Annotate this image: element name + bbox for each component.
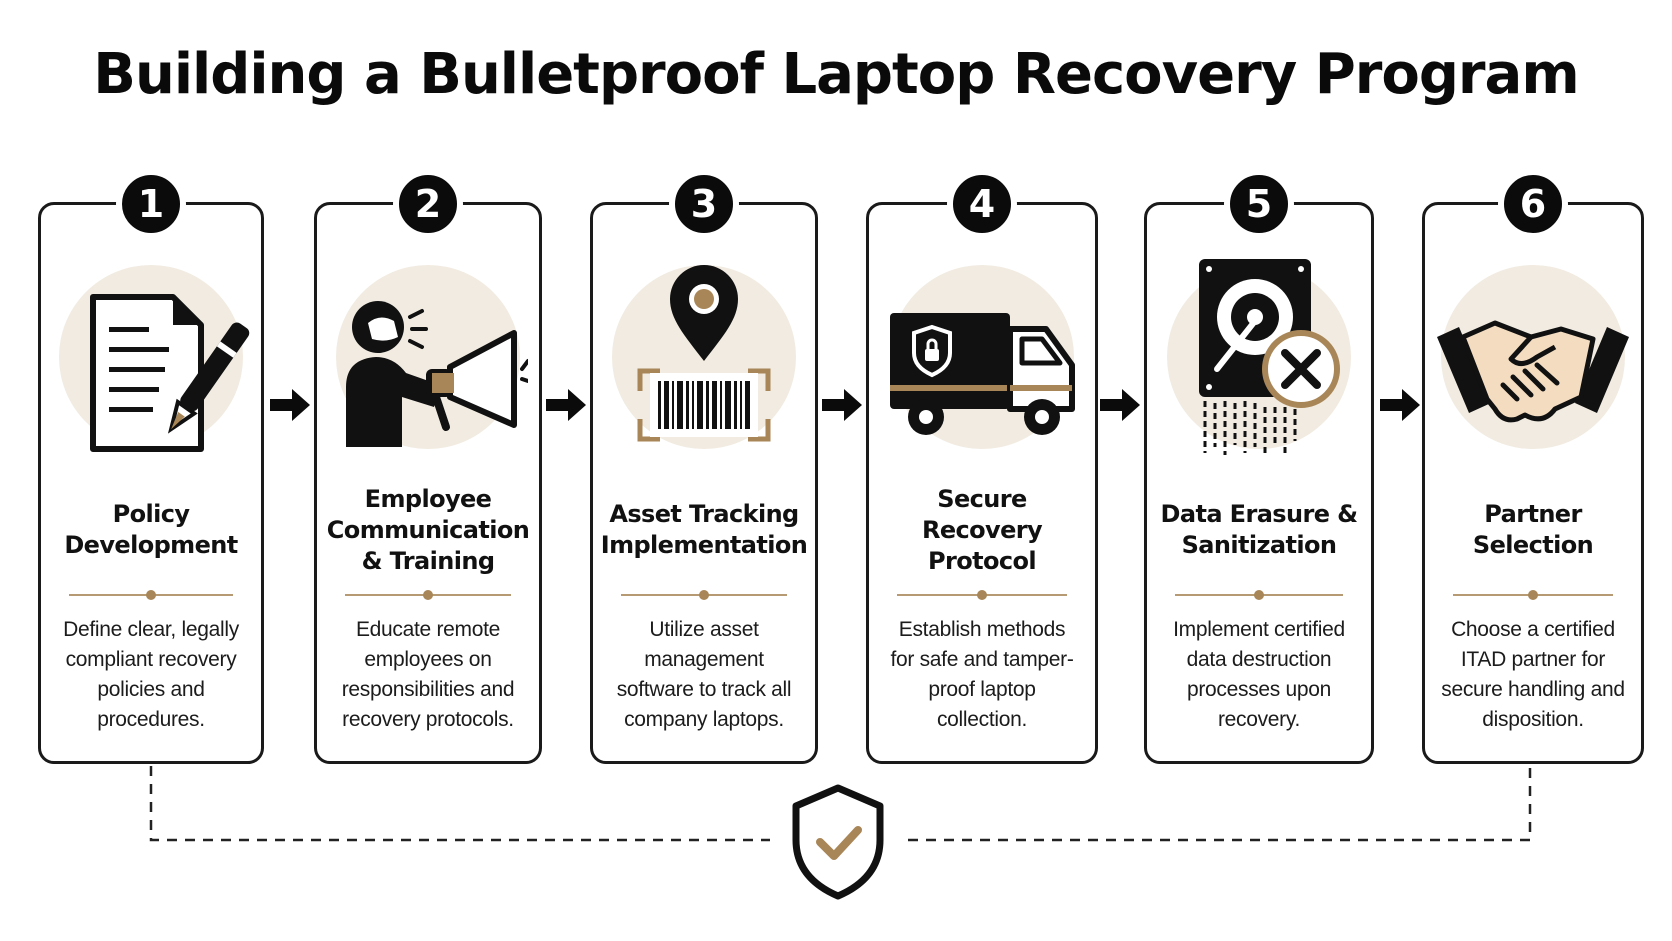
step-description: Define clear, legally compliant recovery… <box>63 618 239 731</box>
divider <box>69 590 233 600</box>
arrow-right-icon <box>542 385 590 425</box>
step-description: Educate remote employees on responsibili… <box>341 618 515 731</box>
handshake-icon <box>1433 257 1633 457</box>
divider <box>897 590 1067 600</box>
divider <box>1453 590 1613 600</box>
divider <box>1175 590 1343 600</box>
step-card-4: 4 Secure Recovery Protocol Establish met… <box>866 169 1098 764</box>
page-title: Building a Bulletproof Laptop Recovery P… <box>93 42 1579 107</box>
step-description: Choose a certified ITAD partner for secu… <box>1441 618 1625 731</box>
document-pen-icon <box>51 257 251 457</box>
step-card-3: 3 Asset Tracking Implementation Utilize … <box>590 169 818 764</box>
step-title: Asset Tracking Implementation <box>600 500 808 559</box>
arrow-right-icon <box>266 385 314 425</box>
hard-drive-erase-icon <box>1159 257 1359 457</box>
arrow-right-icon <box>1096 385 1144 425</box>
step-description: Establish methods for safe and tamper-pr… <box>890 618 1074 731</box>
step-card-2: 2 Employee Communication & Training Educ… <box>314 169 542 764</box>
step-number-badge: 6 <box>1498 169 1568 239</box>
megaphone-icon <box>328 257 528 457</box>
step-card-1: 1 Policy Development Define clear, legal… <box>38 169 264 764</box>
divider <box>345 590 511 600</box>
step-number-badge: 4 <box>947 169 1017 239</box>
arrow-right-icon <box>1376 385 1424 425</box>
step-title: Policy Development <box>64 500 238 559</box>
secure-truck-icon <box>882 257 1082 457</box>
shield-check-icon <box>788 782 888 902</box>
step-description: Utilize asset management software to tra… <box>616 618 792 731</box>
step-title: Data Erasure & Sanitization <box>1160 500 1359 559</box>
step-number-badge: 3 <box>669 169 739 239</box>
location-barcode-icon <box>604 257 804 457</box>
step-card-6: 6 Partner Selection Choose a certified I… <box>1422 169 1644 764</box>
step-title: Partner Selection <box>1472 500 1594 559</box>
step-number-badge: 1 <box>116 169 186 239</box>
step-description: Implement certified data destruction pro… <box>1173 618 1345 731</box>
step-card-5: 5 Data Erasure & Sanitization Implement … <box>1144 169 1374 764</box>
arrow-right-icon <box>818 385 866 425</box>
divider <box>621 590 787 600</box>
step-number-badge: 5 <box>1224 169 1294 239</box>
step-title: Employee Communication & Training <box>326 484 530 575</box>
step-number-badge: 2 <box>393 169 463 239</box>
step-title: Secure Recovery Protocol <box>921 484 1043 575</box>
